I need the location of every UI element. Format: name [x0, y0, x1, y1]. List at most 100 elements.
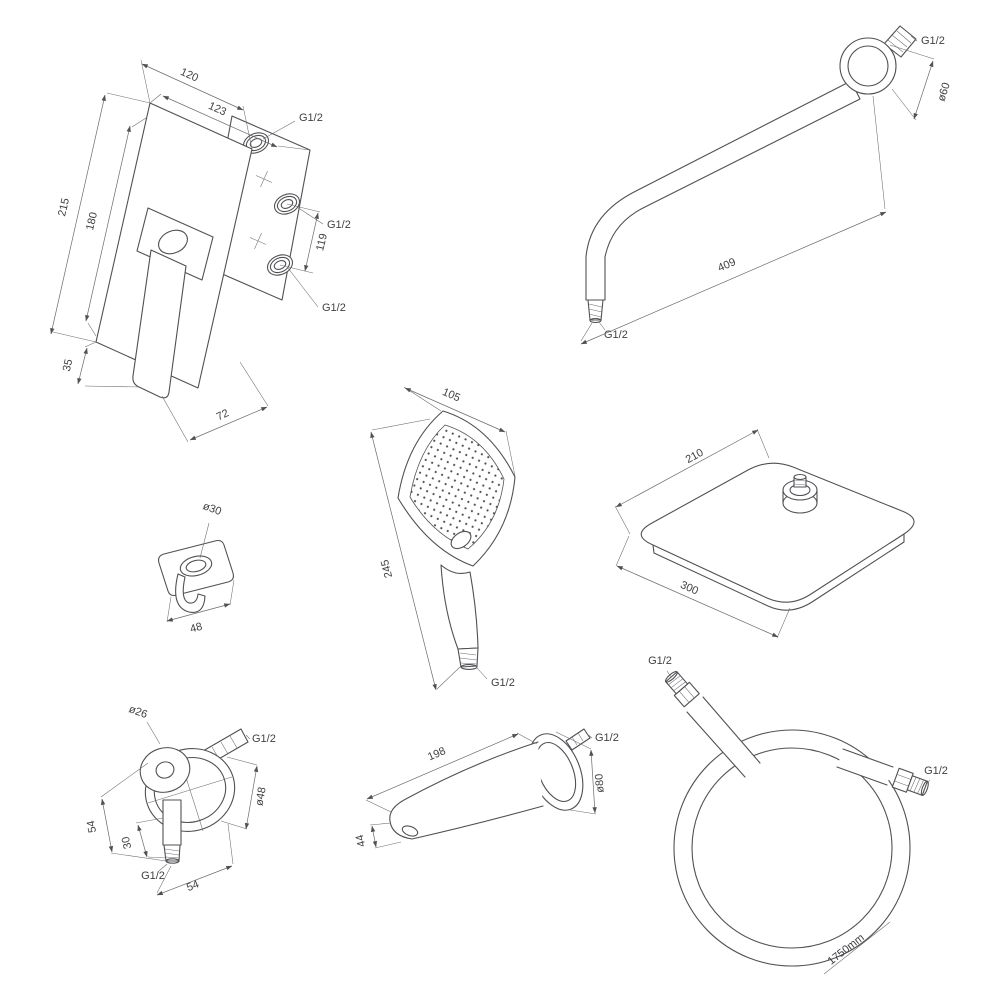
leader-line: [287, 267, 319, 308]
ext-line: [371, 418, 462, 690]
handshower-thread-tip: [460, 664, 478, 670]
leader-line: [262, 120, 296, 140]
elbow-body: [139, 747, 191, 793]
handshower-handle: [440, 564, 479, 650]
mixer-thread-middle-label: G1/2: [327, 219, 351, 231]
leader-line: [585, 732, 593, 739]
dim-line: [913, 60, 934, 120]
spout-length-dim: 198: [426, 745, 448, 763]
spout-aerator: [401, 825, 419, 837]
arm-thread-wall-label: G1/2: [921, 35, 945, 47]
ext-line: [615, 535, 791, 639]
mixer-port-span-dim: 119: [314, 232, 330, 252]
mixer-thread-top-label: G1/2: [299, 112, 323, 124]
mixer-port-bottom-bore: [273, 260, 287, 270]
arm-flange-inner: [847, 45, 889, 87]
hand-shower-drawing: 105 245 G1/2: [370, 386, 516, 691]
elbow-body-inner: [155, 761, 175, 779]
mixer-pivot-knob: [158, 229, 188, 255]
ext-line: [369, 822, 402, 849]
hose-end-right-walls: [836, 748, 894, 786]
ext-line: [889, 44, 935, 121]
dim-line: [166, 603, 231, 622]
leader-line: [666, 670, 672, 678]
length-tick-line: [823, 921, 891, 975]
elbow-height-dim: 54: [85, 819, 99, 833]
mixer-drawing: 120 123 215 180 119 35 72 G1/2 G1/2 G1/2: [50, 59, 351, 443]
ext-line: [135, 817, 167, 859]
leader-line: [924, 779, 931, 787]
dim-line: [589, 749, 597, 814]
hose-drawing: G1/2 G1/2 1750mm: [648, 655, 948, 975]
mixer-height-dim: 215: [56, 197, 72, 218]
elbow-drawing: ø26 G1/2 ø48 54 30 G1/2 54: [85, 703, 276, 896]
thread-hatch: [668, 675, 686, 692]
leader-line: [910, 35, 918, 42]
dim-line: [77, 347, 88, 385]
mixer-port-bottom-ring: [269, 256, 291, 274]
dim-line: [85, 125, 131, 322]
handshower-mode-button: [450, 530, 472, 550]
holder-width-dim: 48: [189, 621, 204, 636]
ext-line: [161, 361, 269, 443]
holder-ring-inner: [185, 559, 207, 573]
ext-line: [87, 117, 147, 337]
ext-line: [279, 203, 321, 274]
hose-length-dim: 1750mm: [826, 932, 867, 968]
fitting-facets: [894, 774, 912, 787]
ext-line: [555, 731, 597, 815]
arm-thread-outlet-label: G1/2: [604, 329, 628, 341]
ext-line: [84, 341, 140, 388]
arm-flange-diameter-dim: ø60: [936, 81, 953, 103]
hose-end-left-fill: [687, 697, 760, 777]
handshower-width-dim: 105: [440, 386, 462, 404]
arm-length-dim: 409: [716, 256, 738, 274]
mixer-thread-bottom-label: G1/2: [322, 302, 346, 314]
thread-hatch: [909, 777, 924, 794]
elbow-outlet-stub: [162, 799, 182, 846]
thread-hatch: [164, 848, 180, 859]
mixer-bottom-width-dim: 72: [215, 407, 231, 423]
leader-line: [199, 522, 210, 559]
elbow-thread-outlet-label: G1/2: [141, 870, 165, 882]
mixer-offset-dim: 35: [61, 358, 75, 373]
spout-thread-label: G1/2: [595, 732, 619, 744]
fitting-facets: [679, 686, 695, 703]
fitting-thread: [665, 671, 689, 695]
headshower-width-dim: 210: [684, 447, 706, 466]
hose-coil-inner: [691, 747, 893, 949]
hose-thread-left-label: G1/2: [648, 655, 672, 667]
spout-drawing: 198 G1/2 ø80 44: [354, 728, 619, 849]
mixer-port-mid-bore: [280, 199, 294, 209]
handshower-thread-label: G1/2: [491, 677, 515, 689]
thread-hatch: [887, 30, 912, 53]
elbow-stub-length-dim: 30: [120, 835, 134, 850]
leader-line: [245, 734, 251, 740]
dim-line: [162, 95, 278, 148]
leader-line: [296, 206, 324, 225]
dim-line: [304, 212, 319, 272]
ext-line: [149, 93, 311, 151]
mixer-width-total-dim: 123: [206, 100, 228, 119]
fitting-tip: [920, 780, 929, 796]
dim-line: [366, 733, 519, 800]
leader-line: [476, 667, 488, 680]
overhead-shower-drawing: 210 300: [614, 428, 915, 639]
fitting-thread: [906, 775, 928, 796]
holder-ring: [179, 555, 213, 577]
spout-tip-height-dim: 44: [354, 833, 368, 848]
elbow-width-dim: 54: [185, 878, 201, 894]
dim-line: [404, 387, 506, 433]
ext-line: [614, 428, 770, 535]
dim-line: [156, 865, 233, 896]
dim-line: [615, 429, 759, 508]
leader-line: [146, 721, 161, 745]
elbow-diameter-top-dim: ø26: [127, 703, 149, 721]
dim-line: [244, 765, 259, 830]
spout-flange-diameter-dim: ø80: [593, 773, 606, 793]
dim-line: [616, 565, 779, 638]
dim-line: [370, 431, 437, 691]
dim-line: [370, 825, 378, 848]
